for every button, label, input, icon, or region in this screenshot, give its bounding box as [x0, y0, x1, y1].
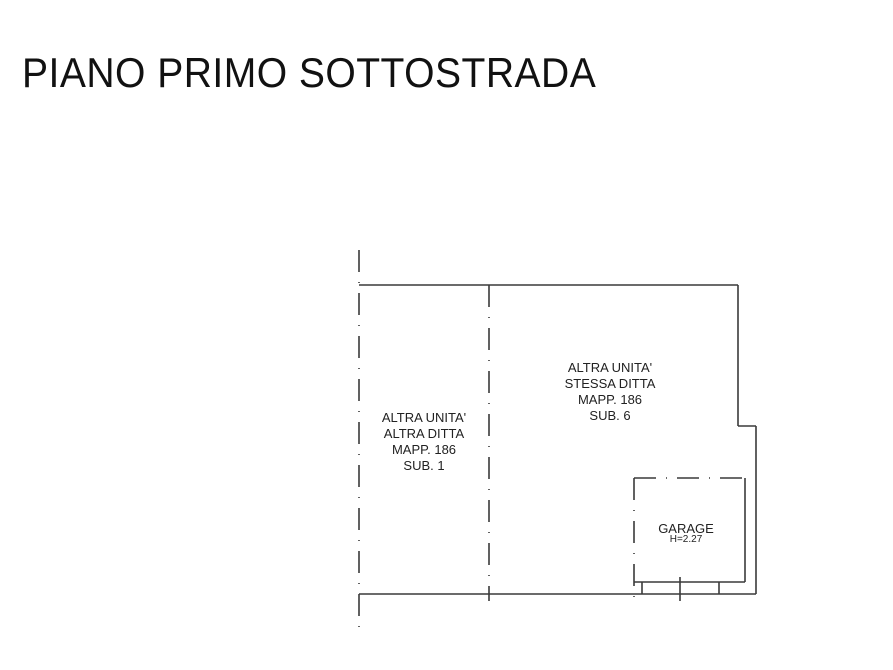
room-label-garage: GARAGE H=2.27: [646, 522, 726, 545]
room-label-line: ALTRA UNITA': [567, 360, 653, 375]
room-label-left-unit: ALTRA UNITA' ALTRA DITTA MAPP. 186 SUB. …: [364, 410, 484, 474]
room-label-line: STESSA DITTA: [564, 376, 656, 391]
room-label-line: ALTRA UNITA': [381, 410, 467, 425]
room-label-right-unit: ALTRA UNITA' STESSA DITTA MAPP. 186 SUB.…: [550, 360, 670, 424]
room-label-line: ALTRA DITTA: [383, 426, 465, 441]
room-label-line: SUB. 1: [403, 458, 445, 473]
room-label-line: SUB. 6: [589, 408, 631, 423]
room-label-line: MAPP. 186: [391, 442, 457, 457]
garage-height: H=2.27: [669, 534, 703, 545]
page-title: PIANO PRIMO SOTTOSTRADA: [22, 49, 597, 96]
garage-name: GARAGE: [658, 521, 714, 536]
room-label-line: MAPP. 186: [577, 392, 643, 407]
